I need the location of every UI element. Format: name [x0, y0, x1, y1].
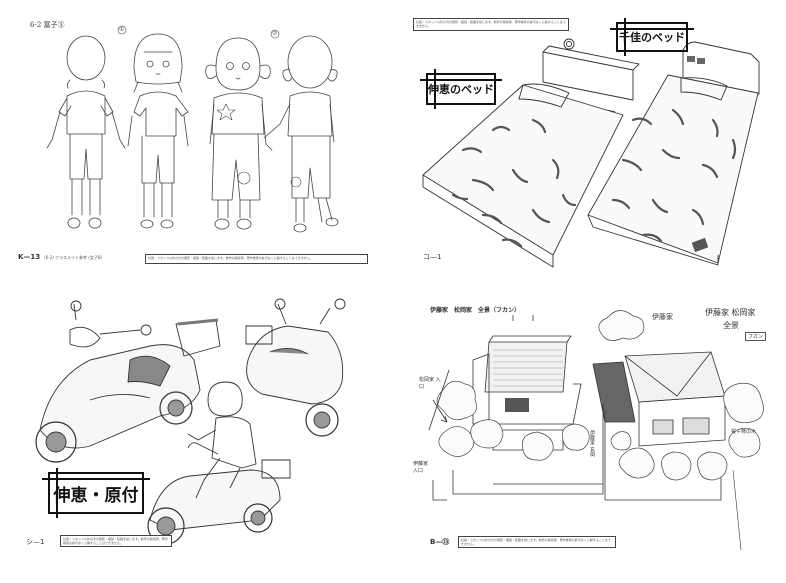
copyright-notice: 社員・スタッフ以外の方の閲覧・複製・転載を禁じます。制作の関係者、著作権者の許可… — [145, 254, 368, 264]
header-text: 伊藤家 松岡家 全景（フカン） — [430, 307, 521, 314]
label-ito-path: 伊藤家 玄関 — [589, 430, 595, 457]
sheet-scooters: 伸恵・原付 シ—1 社員・スタッフ以外の方の閲覧・複製・転載を禁じます。制作の関… — [0, 290, 393, 583]
handwritten-code: 6-2 冨子③ — [30, 21, 65, 29]
sheet-id: K—13(6-2) クラスメイト参考 (女子B) — [18, 253, 102, 261]
stamp-fukan: フカン — [745, 332, 767, 341]
figure-marker-2: ⑦ — [272, 30, 278, 37]
scooters-lineart — [35, 298, 346, 545]
label-chika-bed: 千佳のベッド — [610, 18, 694, 56]
label-title-line1: 伊藤家 松岡家 — [705, 308, 756, 317]
label-ito-house: 伊藤家 — [652, 313, 673, 321]
sheet-subtitle: (6-2) クラスメイト参考 (女子B) — [44, 255, 103, 260]
figure-marker-1: ① — [119, 26, 125, 33]
label-title-line2: 全景 — [723, 321, 739, 330]
label-nobue-scooter: 伸恵・原付 — [42, 468, 150, 518]
beds-lineart — [422, 38, 760, 268]
sheet-id: コ—1 — [423, 253, 442, 261]
sheet-id: シ—1 — [26, 538, 45, 546]
label-matsuoka-entrance: 松岡家 入口 — [419, 377, 441, 390]
header-title: 伊藤家 松岡家 全景（フカン） — [430, 305, 520, 314]
label-ito-entrance: 伊藤家 入口 — [413, 461, 429, 474]
copyright-notice: 社員・スタッフ以外の方の閲覧・複製・転載を禁じます。制作の関係者、著作権者の許可… — [60, 535, 172, 547]
sheet-houses-aerial: 伊藤家 松岡家 全景（フカン） 伊藤家 伊藤家 松岡家 全景 フカン 松岡家 入… — [393, 290, 786, 583]
sheet-character-turnaround: 6-2 冨子③ ① ⑦ K—13(6-2) クラスメイト参考 (女子B) 社員・… — [0, 0, 393, 290]
houses-lineart — [428, 310, 764, 551]
label-nobue-bed: 伸恵のベッド — [420, 69, 502, 109]
character-lineart — [46, 25, 339, 233]
sheet-id-code: K—13 — [18, 253, 41, 261]
label-trees: 桜＋柿の木 — [731, 429, 757, 435]
sheet-id: B—⑬ — [430, 538, 450, 546]
sheet-beds: 社員・スタッフ以外の方の閲覧・複製・転載を禁じます。制作の関係者、著作権者の許可… — [393, 0, 786, 290]
copyright-notice: 社員・スタッフ以外の方の閲覧・複製・転載を禁じます。制作の関係者、著作権者の許可… — [413, 18, 569, 31]
copyright-notice: 社員・スタッフ以外の方の閲覧・複製・転載を禁じます。制作の関係者、著作権者の許可… — [458, 536, 616, 548]
